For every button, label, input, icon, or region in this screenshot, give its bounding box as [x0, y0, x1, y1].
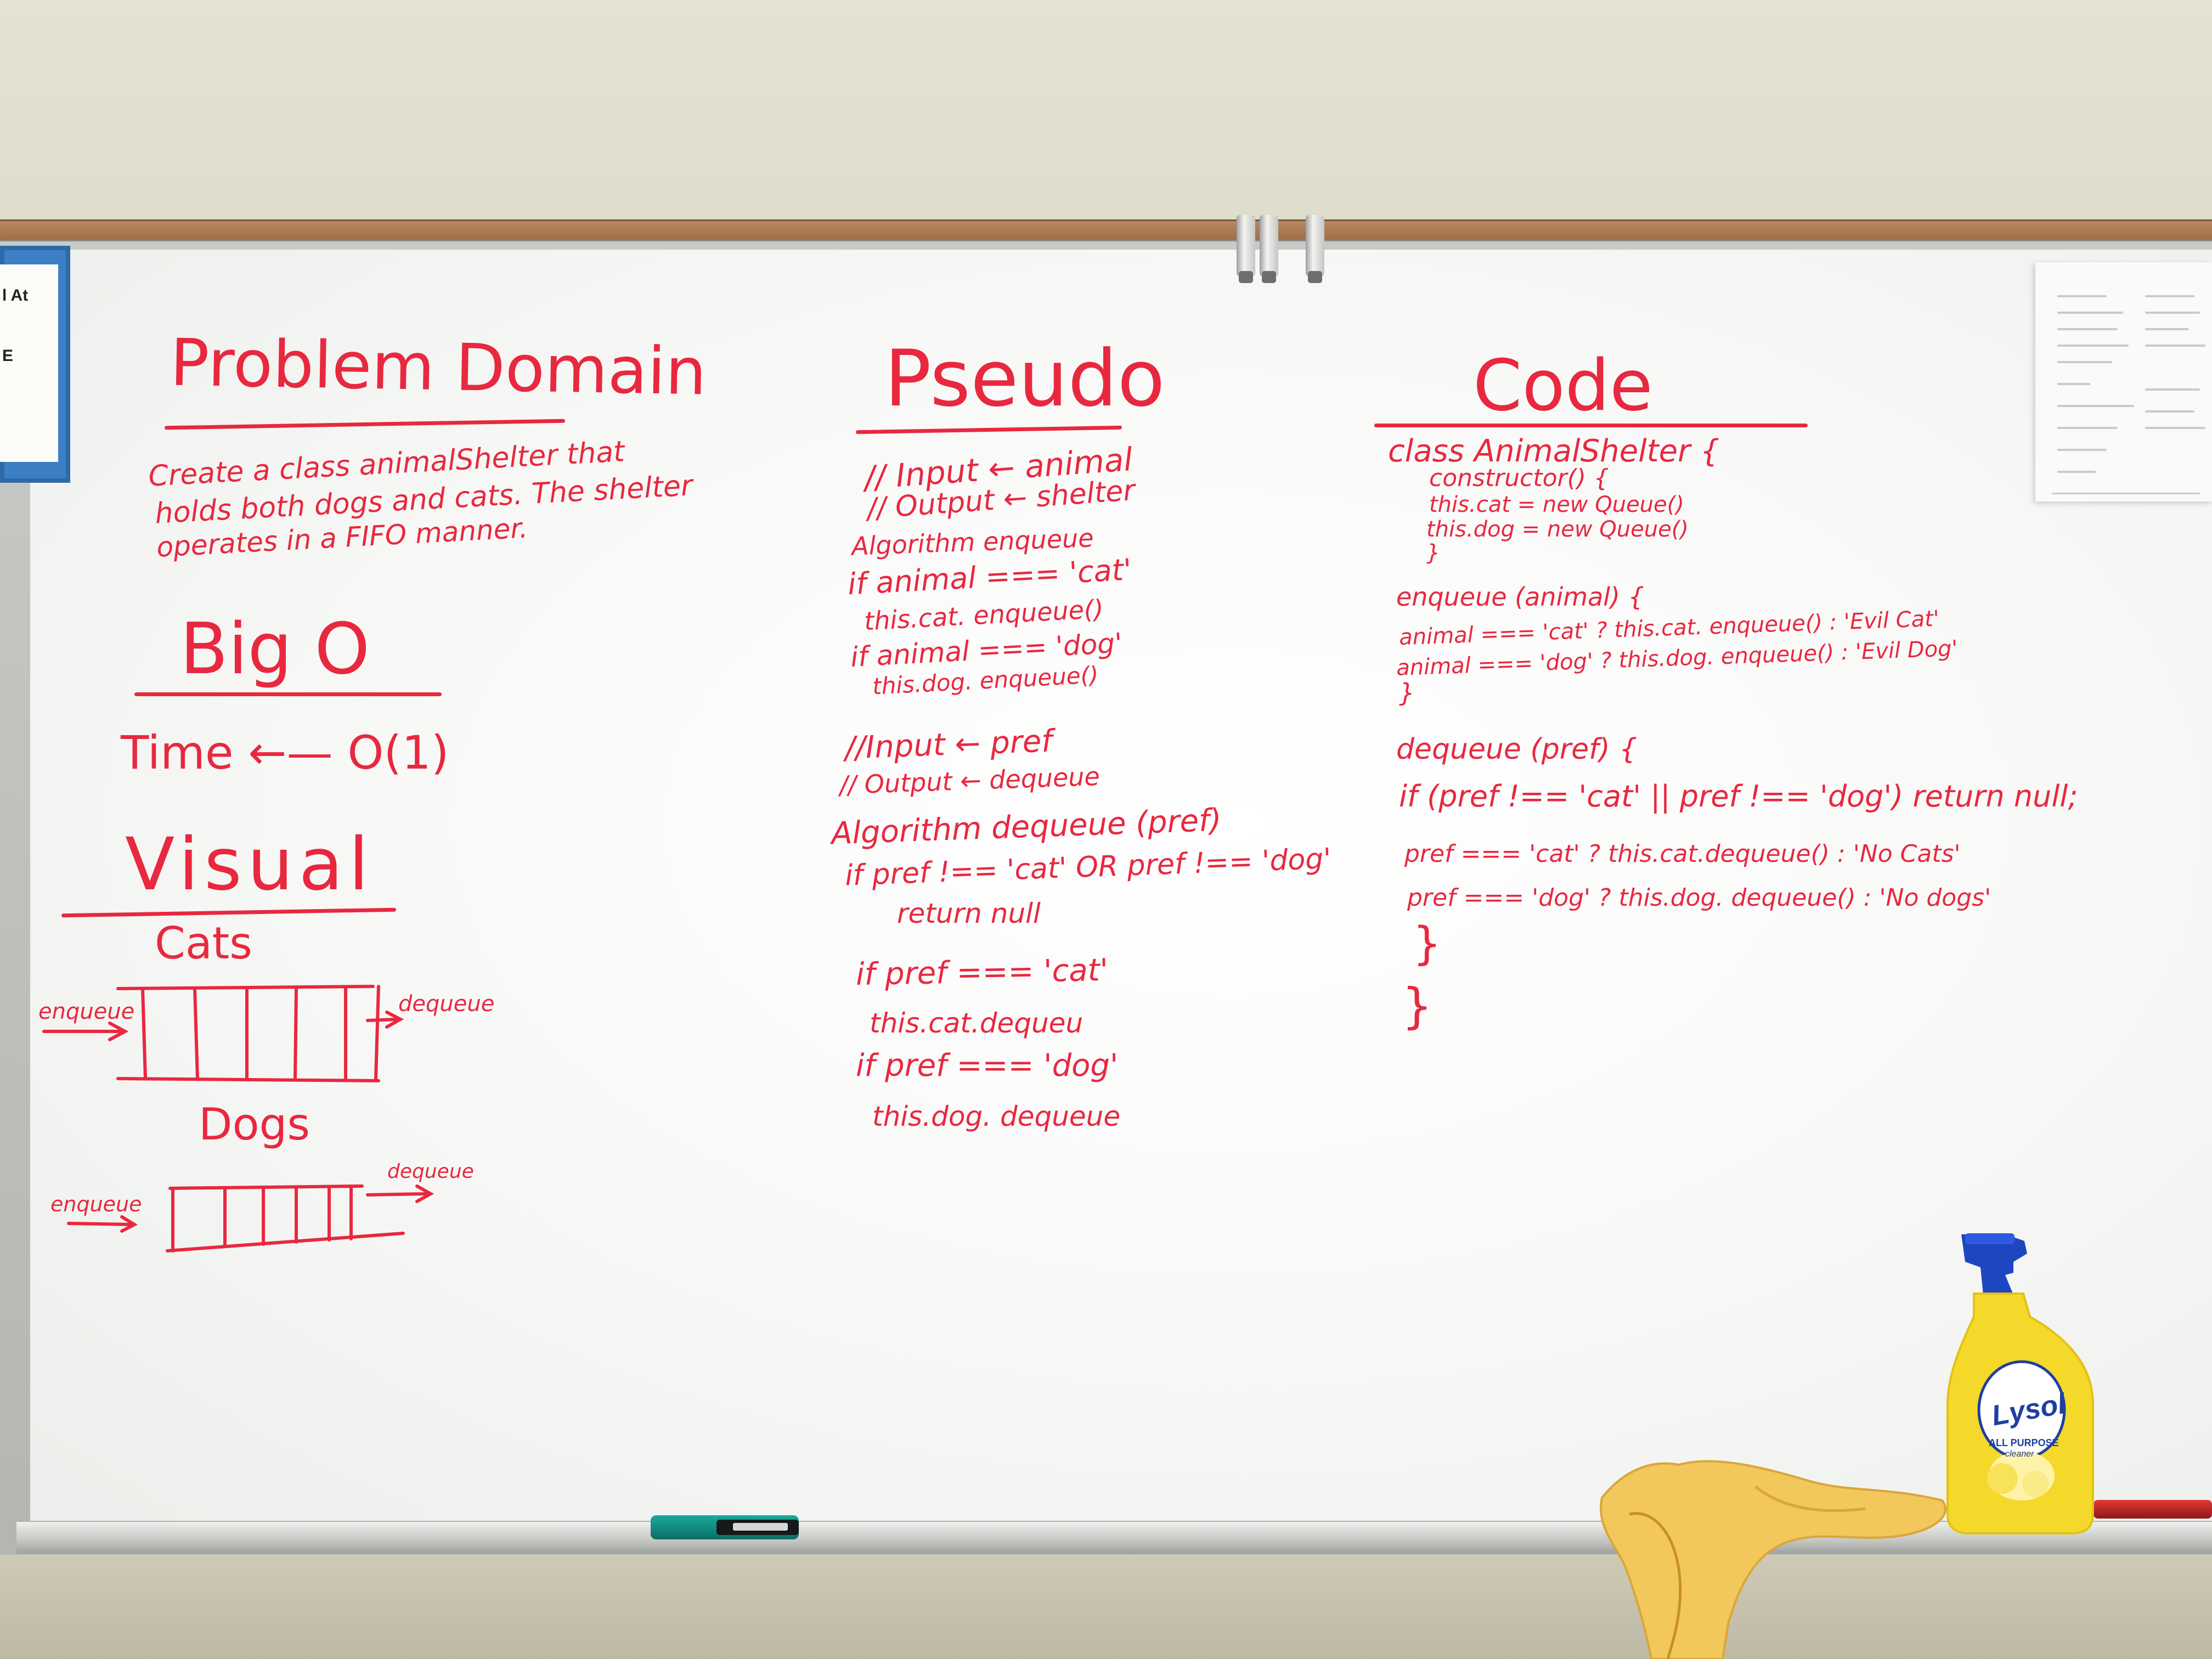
code-line: this.dog = new Queue()	[1426, 517, 1689, 542]
cork-strip	[0, 219, 2212, 241]
code-line: }	[1399, 678, 1415, 708]
pseudo-line: //Input ← pref	[844, 723, 1053, 766]
whiteboard	[30, 250, 2212, 1522]
title-underline	[1374, 424, 1808, 427]
cleaning-cloth	[1600, 1460, 1946, 1659]
pseudo-line: Algorithm enqueue	[851, 523, 1094, 561]
pseudo-line: return null	[897, 898, 1041, 929]
board-clip	[1306, 215, 1324, 283]
cats-label: Cats	[155, 918, 252, 969]
dogs-label: Dogs	[199, 1099, 311, 1150]
cats-enqueue-label: enqueue	[38, 999, 135, 1024]
code-line: constructor() {	[1429, 464, 1609, 492]
pseudo-line: this.dog. dequeue	[872, 1101, 1121, 1132]
dogs-queue-diagram	[67, 1184, 435, 1252]
sign-text: l At	[2, 286, 29, 304]
posted-paper	[2035, 262, 2212, 501]
code-line: dequeue (pref) {	[1396, 733, 1638, 766]
big-o-time: Time ←— O(1)	[121, 726, 449, 780]
code-line: }	[1413, 918, 1442, 970]
bottle-subtitle: ALL PURPOSE	[1989, 1437, 2059, 1448]
red-marker	[2094, 1500, 2212, 1519]
big-o-title: Big O	[180, 608, 370, 690]
sign-text: E	[2, 347, 14, 365]
dogs-enqueue-label: enqueue	[50, 1192, 142, 1216]
dry-erase-marker	[651, 1515, 799, 1539]
code-line: pref === 'dog' ? this.dog. dequeue() : '…	[1407, 884, 1991, 912]
code-line: class AnimalShelter {	[1388, 433, 1720, 469]
problem-domain-title: Problem Domain	[169, 324, 707, 410]
cleaner-bottle	[1946, 1233, 2094, 1534]
code-line: pref === 'cat' ? this.cat.dequeue() : 'N…	[1404, 840, 1961, 868]
pseudo-line: this.cat.dequeu	[870, 1007, 1084, 1039]
board-clip	[1260, 215, 1278, 283]
board-clip	[1237, 215, 1255, 283]
visual-title: Visual	[125, 822, 375, 907]
dogs-dequeue-label: dequeue	[387, 1160, 474, 1183]
wall-lower	[0, 1547, 2212, 1659]
code-line: }	[1426, 540, 1441, 566]
bottle-subtitle-2: cleaner	[2005, 1449, 2034, 1459]
code-title: Code	[1473, 345, 1653, 427]
pseudo-line: if pref === 'dog'	[856, 1048, 1119, 1084]
cats-queue-diagram	[42, 985, 404, 1082]
code-line: }	[1402, 978, 1432, 1034]
code-line: this.cat = new Queue()	[1429, 492, 1684, 517]
code-line: if (pref !== 'cat' || pref !== 'dog') re…	[1399, 779, 2078, 814]
pseudo-title: Pseudo	[884, 334, 1165, 424]
pseudo-line: if pref === 'cat'	[855, 952, 1109, 993]
code-line: enqueue (animal) {	[1396, 582, 1644, 612]
posted-sign: l At E	[0, 246, 70, 483]
title-underline	[134, 692, 442, 696]
cats-dequeue-label: dequeue	[398, 991, 495, 1017]
